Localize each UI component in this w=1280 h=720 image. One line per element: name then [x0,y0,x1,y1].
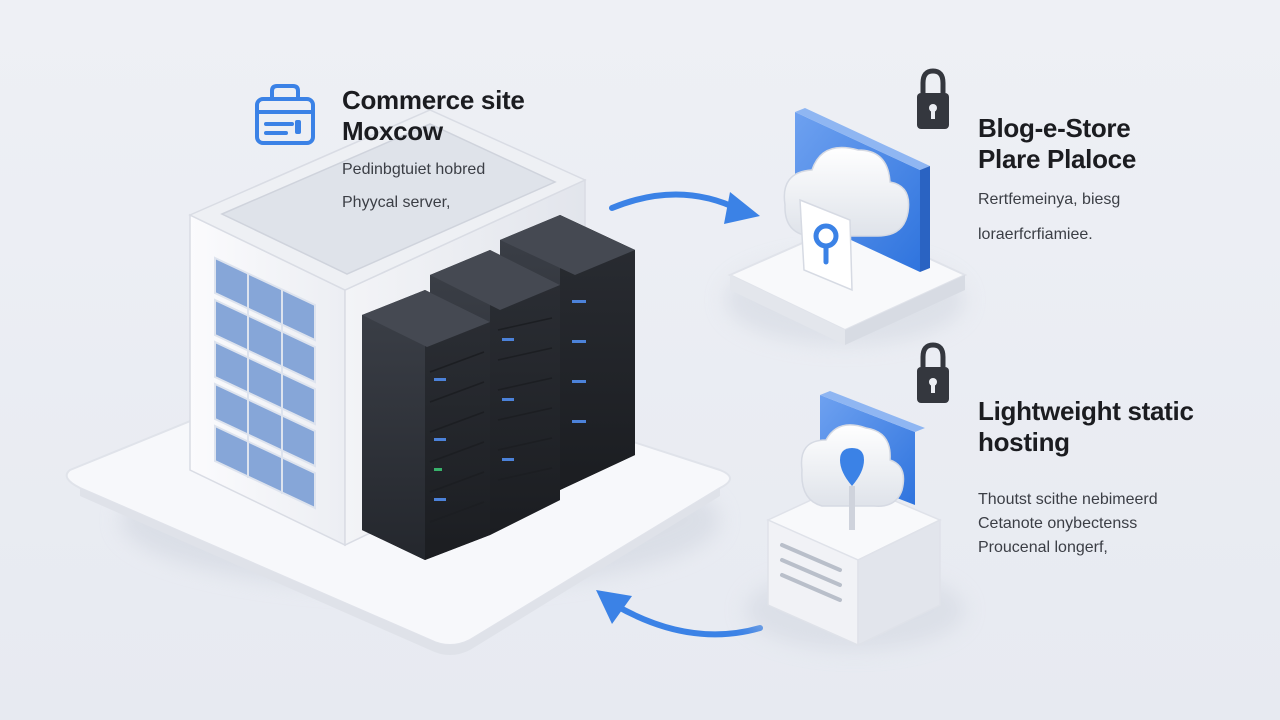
padlock-icon [917,342,949,403]
blog-store-title-line-2: Plare Plaloce [978,144,1136,174]
blog-store-desc-line-2: loraerfcrfiamiee. [978,226,1093,243]
static-hosting-label: Lightweight static hosting Thoutst scith… [978,396,1194,560]
lock-box-icon [255,84,315,145]
padlock-icon [917,68,949,129]
commerce-title-line-1: Commerce site [342,85,525,115]
commerce-label: Commerce site Moxcow Pedinbgtuiet hobred… [342,85,525,213]
server-rack [362,290,490,560]
blog-store-title-line-1: Blog-e-Store [978,113,1131,143]
static-hosting-desc-line-3: Proucenal longerf, [978,539,1108,556]
static-hosting-node [745,391,965,650]
blog-store-label: Blog-e-Store Plare Plaloce Rertfemeinya,… [978,113,1136,245]
commerce-desc-line-2: Phyycal server, [342,194,451,211]
server-racks [362,215,635,560]
blog-store-node [725,108,968,345]
blog-store-desc-line-1: Rertfemeinya, biesg [978,191,1121,208]
static-hosting-title-line-1: Lightweight static [978,396,1194,426]
building-windows [214,256,316,510]
commerce-desc-line-1: Pedinbgtuiet hobred [342,161,486,178]
commerce-title-line-2: Moxcow [342,116,443,146]
static-hosting-desc-line-2: Cetanote onybectenss [978,515,1138,532]
static-hosting-title-line-2: hosting [978,427,1070,457]
static-hosting-desc-line-1: Thoutst scithe nebimeerd [978,491,1158,508]
arrow-to-blog-store [609,191,760,224]
arrow-from-static-hosting [596,590,763,638]
